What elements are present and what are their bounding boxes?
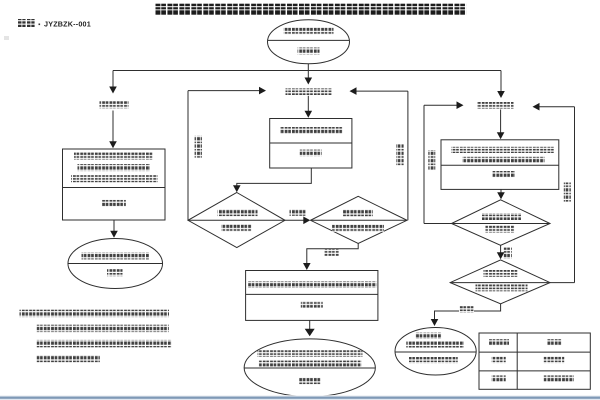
svg-text:JYZBZK--001: JYZBZK--001	[44, 20, 91, 29]
